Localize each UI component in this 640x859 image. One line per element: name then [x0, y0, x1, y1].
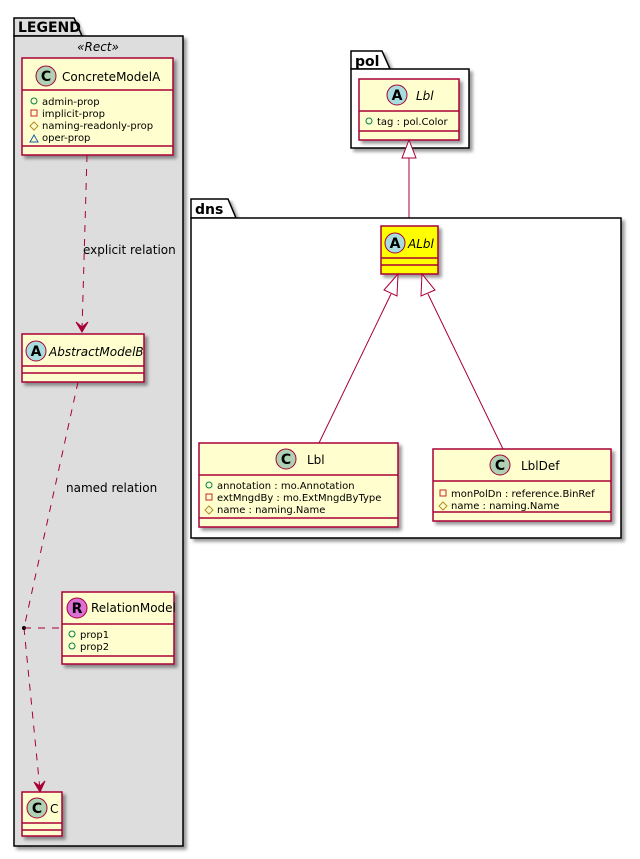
attribute: prop1 [80, 630, 109, 641]
inheritance-albl-to-pol-lbl [401, 138, 417, 226]
package-visibility-icon [29, 133, 39, 143]
protected-visibility-icon [29, 121, 39, 131]
public-visibility-icon [365, 117, 373, 125]
arrow-head-icon [75, 321, 89, 333]
attribute: naming-readonly-prop [42, 121, 153, 132]
class-icon [275, 448, 297, 470]
arrow-head-icon [33, 780, 46, 794]
pol-package-name: pol [355, 54, 379, 70]
class-icon-letter: C [495, 458, 505, 474]
relation-icon-letter: R [72, 601, 83, 617]
inheritance-lbldef-to-albl [420, 272, 504, 450]
class-name: C [50, 802, 58, 816]
attribute: admin-prop [42, 97, 100, 108]
abstract-icon [386, 84, 408, 106]
class-c[interactable]: C C [21, 791, 63, 837]
attribute: oper-prop [42, 133, 90, 144]
attribute: tag : pol.Color [377, 117, 449, 128]
relation-icon [66, 597, 88, 619]
private-visibility-icon [30, 109, 38, 117]
dns-package-name: dns [195, 202, 223, 218]
private-visibility-icon [439, 489, 447, 497]
class-icon [26, 797, 48, 819]
class-name: Lbl [307, 453, 325, 467]
explicit-relation-arrow: explicit relation [75, 154, 176, 333]
class-name: AbstractModelB [48, 345, 144, 359]
attribute: annotation : mo.Annotation [217, 481, 355, 492]
class-name: ALbl [407, 237, 435, 251]
abstract-icon [384, 232, 406, 254]
inheritance-arrow-icon [401, 138, 417, 159]
explicit-relation-label: explicit relation [83, 243, 176, 257]
attribute: name : naming.Name [217, 505, 325, 516]
attribute: implicit-prop [42, 109, 105, 120]
class-icon-letter: C [41, 69, 51, 85]
class-name: LblDef [521, 459, 560, 473]
attribute: monPolDn : reference.BinRef [451, 489, 595, 500]
abstract-icon-letter: A [392, 88, 403, 104]
class-pol-lbl[interactable]: A Lbl tag : pol.Color [358, 78, 460, 141]
class-icon-letter: C [32, 801, 42, 817]
public-visibility-icon [68, 642, 76, 650]
class-abstract-model-b[interactable]: A AbstractModelB [21, 333, 145, 383]
protected-visibility-icon [438, 501, 448, 511]
inheritance-arrow-icon [383, 272, 399, 297]
class-icon-letter: C [281, 452, 291, 468]
class-name: ConcreteModelA [62, 70, 161, 84]
attribute: prop2 [80, 642, 109, 653]
public-visibility-icon [68, 630, 76, 638]
attribute: extMngdBy : mo.ExtMngdByType [217, 493, 381, 504]
public-visibility-icon [30, 97, 38, 105]
private-visibility-icon [205, 493, 213, 501]
class-concrete-model-a[interactable]: C ConcreteModelA admin-prop implicit-pro… [21, 57, 174, 156]
legend-package: LEGEND «Rect» [13, 17, 184, 847]
class-icon [35, 65, 57, 87]
class-dns-lbl[interactable]: C Lbl annotation : mo.Annotation extMngd… [198, 442, 399, 528]
class-name: Lbl [416, 89, 434, 103]
class-lbldef[interactable]: C LblDef monPolDn : reference.BinRef nam… [432, 448, 612, 522]
abstract-icon [25, 340, 47, 362]
class-name: RelationModel [91, 601, 176, 615]
attribute: name : naming.Name [451, 501, 559, 512]
inheritance-arrow-icon [420, 272, 436, 297]
inheritance-lbl-to-albl [318, 272, 399, 444]
named-relation-arrow: named relation [22, 381, 157, 794]
abstract-icon-letter: A [31, 344, 42, 360]
named-relation-label: named relation [66, 481, 157, 495]
class-relation-model[interactable]: R RelationModel prop1 prop2 [61, 591, 176, 665]
class-albl[interactable]: A ALbl [380, 225, 439, 275]
protected-visibility-icon [204, 505, 214, 515]
legend-stereotype: «Rect» [77, 40, 119, 54]
abstract-icon-letter: A [390, 236, 401, 252]
legend-package-name: LEGEND [18, 20, 81, 36]
public-visibility-icon [205, 481, 213, 489]
class-icon [489, 454, 511, 476]
